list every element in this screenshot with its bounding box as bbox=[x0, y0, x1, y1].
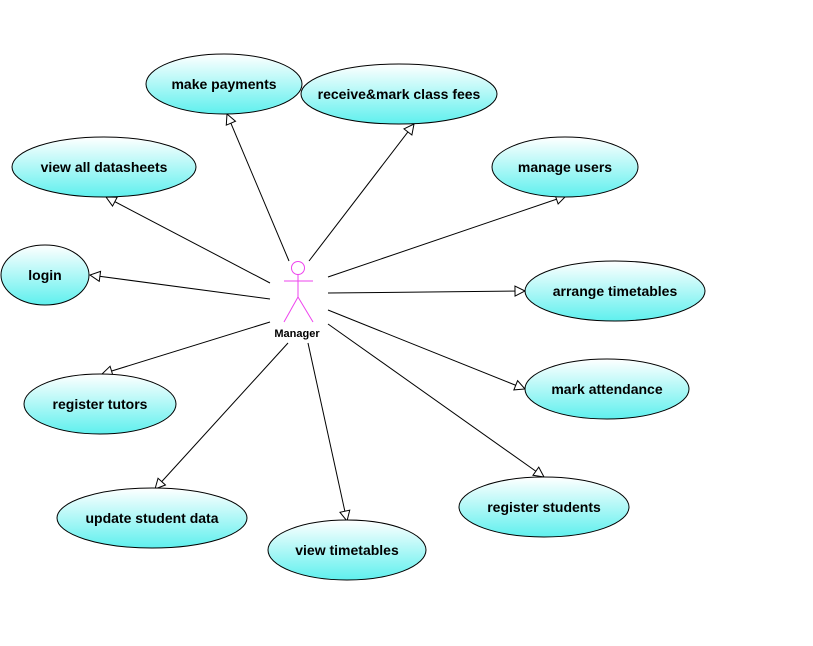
usecase-register-tutors[interactable]: register tutors bbox=[23, 373, 177, 435]
usecase-ellipse bbox=[267, 519, 427, 581]
usecase-make-payments[interactable]: make payments bbox=[145, 53, 303, 115]
usecase-label: view all datasheets bbox=[41, 159, 168, 175]
usecase-ellipse bbox=[56, 487, 248, 549]
association-arrange-timetables bbox=[327, 291, 525, 293]
association-make-payments bbox=[227, 114, 290, 262]
actor-manager[interactable]: Manager bbox=[274, 261, 320, 341]
association-mark-attendance bbox=[327, 309, 525, 389]
usecase-view-all-datasheets[interactable]: view all datasheets bbox=[11, 136, 197, 198]
usecase-ellipse bbox=[0, 244, 90, 306]
usecase-receive-mark-class-fees[interactable]: receive&mark class fees bbox=[300, 63, 498, 125]
usecase-view-timetables[interactable]: view timetables bbox=[267, 519, 427, 581]
usecase-label: manage users bbox=[518, 159, 612, 175]
association-register-tutors bbox=[102, 321, 271, 374]
usecase-ellipse bbox=[145, 53, 303, 115]
usecase-label: login bbox=[28, 267, 61, 283]
association-view-timetables bbox=[307, 342, 347, 521]
usecase-label: mark attendance bbox=[551, 381, 662, 397]
association-receive-mark-class-fees bbox=[308, 124, 414, 262]
association-register-students bbox=[327, 323, 544, 477]
association-login bbox=[90, 275, 271, 300]
usecase-label: make payments bbox=[171, 76, 276, 92]
association-manage-users bbox=[327, 196, 566, 278]
usecase-label: update student data bbox=[85, 510, 218, 526]
stick-figure-icon bbox=[283, 261, 314, 323]
usecase-ellipse bbox=[11, 136, 197, 198]
usecase-manage-users[interactable]: manage users bbox=[491, 136, 639, 198]
usecase-label: register tutors bbox=[53, 396, 148, 412]
usecase-ellipse bbox=[458, 476, 630, 538]
usecase-ellipse bbox=[524, 358, 690, 420]
usecase-arrange-timetables[interactable]: arrange timetables bbox=[524, 260, 706, 322]
usecase-ellipse bbox=[23, 373, 177, 435]
actor-label: Manager bbox=[274, 328, 320, 340]
association-lines bbox=[90, 114, 566, 521]
usecase-ellipse bbox=[524, 260, 706, 322]
use-cases: make payments receive&mark class fees view… bbox=[0, 53, 706, 581]
usecase-mark-attendance[interactable]: mark attendance bbox=[524, 358, 690, 420]
association-update-student-data bbox=[155, 342, 289, 489]
usecase-login[interactable]: login bbox=[0, 244, 90, 306]
usecase-register-students[interactable]: register students bbox=[458, 476, 630, 538]
usecase-ellipse bbox=[491, 136, 639, 198]
usecase-label: register students bbox=[487, 499, 601, 515]
association-view-all-datasheets bbox=[106, 197, 271, 284]
usecase-label: receive&mark class fees bbox=[318, 86, 481, 102]
usecase-label: arrange timetables bbox=[553, 283, 678, 299]
usecase-update-student-data[interactable]: update student data bbox=[56, 487, 248, 549]
usecase-label: view timetables bbox=[295, 542, 399, 558]
usecase-ellipse bbox=[300, 63, 498, 125]
